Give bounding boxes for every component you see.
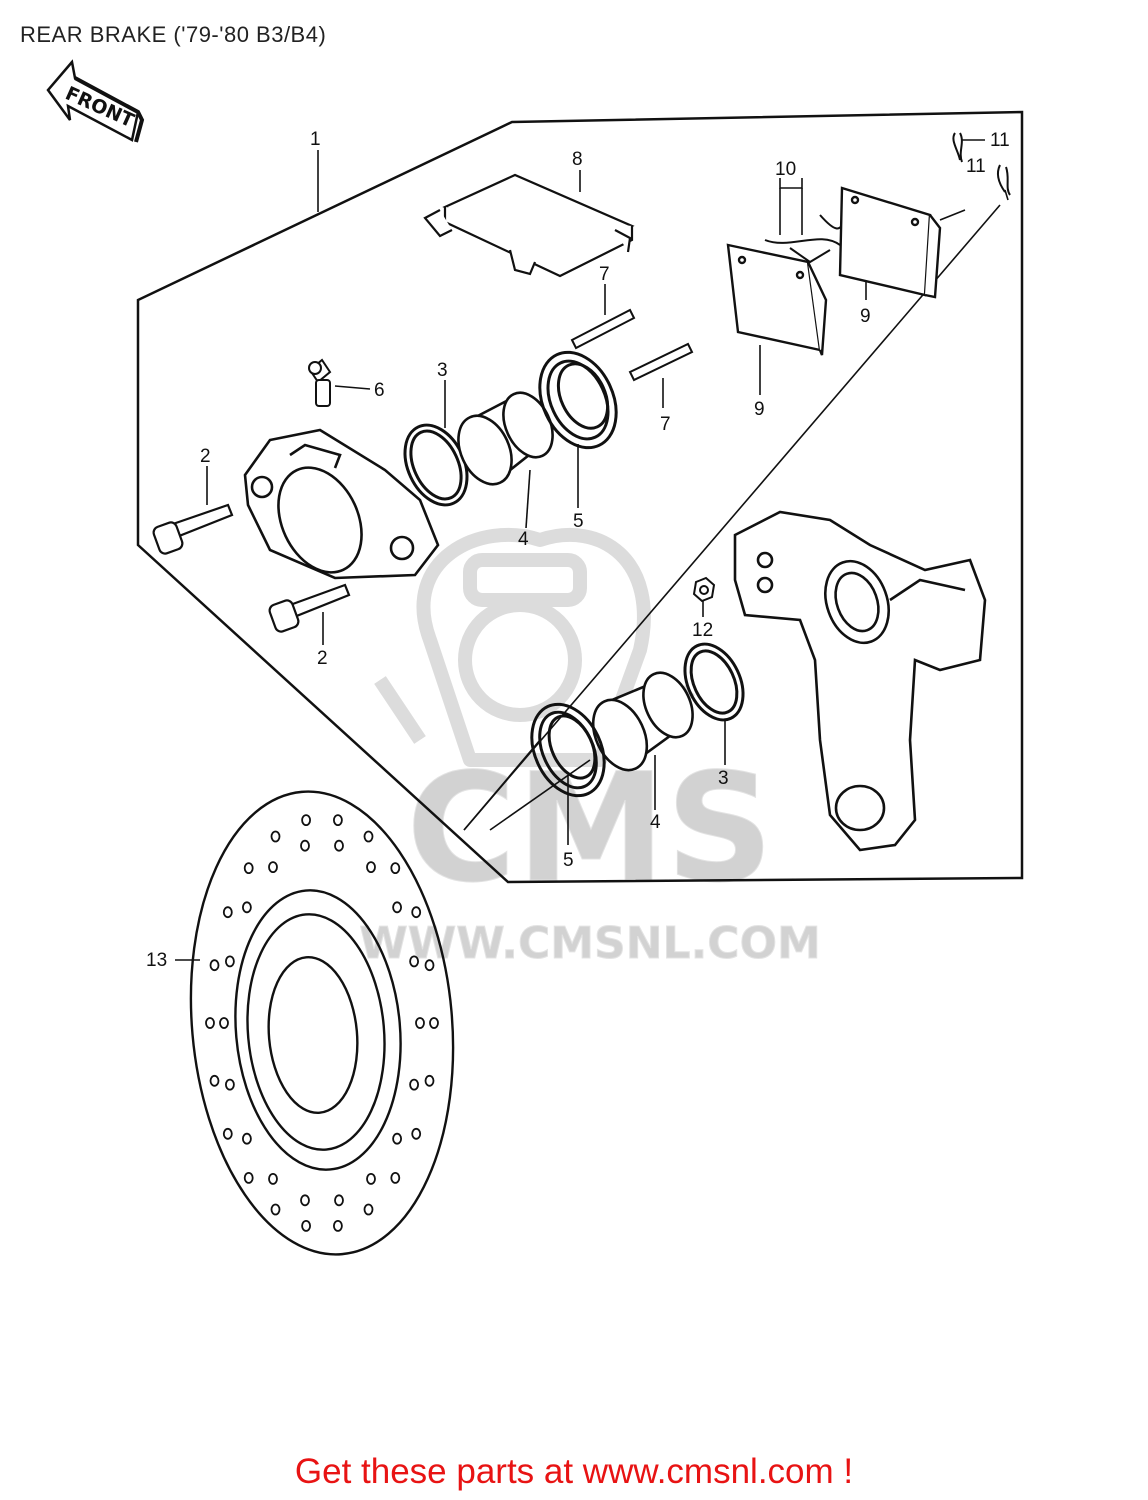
- lower-dust-seal-part: [530, 702, 606, 798]
- disc-hole: [243, 862, 254, 874]
- brake-pad-outer-part: [838, 186, 942, 299]
- callout-3-upper: 3: [437, 360, 448, 381]
- disc-hole: [411, 1127, 422, 1140]
- disc-hole: [334, 1194, 344, 1207]
- disc-hole: [301, 814, 312, 826]
- caliper-bolt-part: [152, 503, 234, 555]
- brake-disc-part: [189, 790, 455, 1256]
- caliper-holder-part: [733, 510, 987, 852]
- disc-hole: [392, 901, 403, 914]
- disc-hole: [429, 1017, 439, 1029]
- disc-hole: [301, 1220, 312, 1232]
- disc-hole: [205, 1017, 215, 1029]
- pad-pin-part: [570, 308, 694, 382]
- callout-12: 12: [692, 620, 713, 641]
- callout-4-lower: 4: [650, 812, 661, 833]
- disc-hole: [219, 1017, 229, 1029]
- disc-hole: [268, 1173, 278, 1185]
- caliper-bolt-part: [268, 583, 351, 633]
- upper-piston-part: [457, 391, 554, 486]
- promo-parts-link[interactable]: Get these parts at www.cmsnl.com !: [294, 1452, 854, 1491]
- callout-4-upper: 4: [518, 529, 529, 550]
- disc-hole: [424, 959, 435, 972]
- disc-hole: [300, 839, 310, 852]
- disc-hole: [363, 1203, 374, 1216]
- callout-11-lower: 11: [966, 156, 986, 177]
- disc-hole: [332, 814, 343, 826]
- page-title: REAR BRAKE ('79-'80 B3/B4): [20, 22, 327, 47]
- callout-numbers: 1 2 2 3 3 4 4 5 5 6 7 7 8 9 9 10 11 11 1…: [146, 129, 1010, 971]
- disc-hole: [334, 839, 344, 852]
- disc-hole: [209, 959, 220, 972]
- exploded-parts-diagram: CMS WWW.CMSNL.COM FRONT: [46, 59, 1024, 1256]
- front-direction-arrow: FRONT: [46, 59, 145, 143]
- watermark-url: WWW.CMSNL.COM: [359, 918, 821, 969]
- lower-piston-seal-part: [683, 642, 745, 722]
- disc-hole: [300, 1194, 310, 1207]
- callout-6: 6: [374, 380, 385, 401]
- disc-hole: [243, 1172, 254, 1184]
- disc-hole: [270, 1203, 281, 1216]
- disc-hole: [409, 1078, 420, 1091]
- disc-hole: [268, 861, 278, 873]
- watermark-brand: CMS: [406, 742, 773, 916]
- disc-holes: [205, 814, 439, 1232]
- callout-7-upper: 7: [599, 264, 610, 285]
- callout-2-upper: 2: [200, 446, 211, 467]
- brake-pad-inner-part: [726, 243, 828, 356]
- disc-hole: [390, 1172, 401, 1184]
- caliper-half-part: [243, 428, 440, 580]
- callout-7-lower: 7: [660, 414, 671, 435]
- watermark-mascot-icon: [374, 527, 695, 767]
- disc-hole: [363, 830, 374, 843]
- lower-piston-part: [591, 671, 694, 772]
- disc-hole: [270, 830, 281, 843]
- disc-hole: [224, 1078, 235, 1091]
- disc-hole: [366, 1173, 376, 1185]
- disc-hole: [392, 1132, 403, 1145]
- disc-hole: [222, 1127, 233, 1140]
- caliper-assembly-outline: [136, 110, 1024, 884]
- callout-11-upper: 11: [990, 130, 1010, 151]
- disc-hole: [209, 1074, 220, 1087]
- cotter-pin-part: [952, 132, 1011, 196]
- disc-hole: [241, 1132, 252, 1145]
- callout-5-upper: 5: [573, 511, 584, 532]
- disc-hole: [411, 906, 422, 919]
- disc-hole: [415, 1017, 425, 1029]
- callout-9-outer: 9: [860, 306, 871, 327]
- disc-hole: [222, 906, 233, 919]
- callout-2-lower: 2: [317, 648, 328, 669]
- bleed-valve-part: [308, 358, 332, 407]
- nut-part: [692, 576, 716, 603]
- upper-dust-seal-part: [538, 350, 618, 450]
- watermark: CMS WWW.CMSNL.COM: [359, 527, 821, 970]
- callout-10: 10: [775, 159, 796, 180]
- disc-hole: [332, 1220, 343, 1232]
- callout-13: 13: [146, 950, 167, 971]
- pad-shim-part: [423, 173, 635, 278]
- disc-hole: [424, 1074, 435, 1087]
- disc-hole: [366, 861, 376, 873]
- disc-hole: [224, 955, 235, 968]
- disc-hole: [241, 901, 252, 914]
- callout-3-lower: 3: [718, 768, 729, 789]
- disc-hole: [390, 862, 401, 874]
- callout-5-lower: 5: [563, 850, 574, 871]
- callout-1: 1: [310, 129, 321, 150]
- callout-8: 8: [572, 149, 583, 170]
- callout-9-inner: 9: [754, 399, 765, 420]
- disc-hole: [409, 955, 420, 968]
